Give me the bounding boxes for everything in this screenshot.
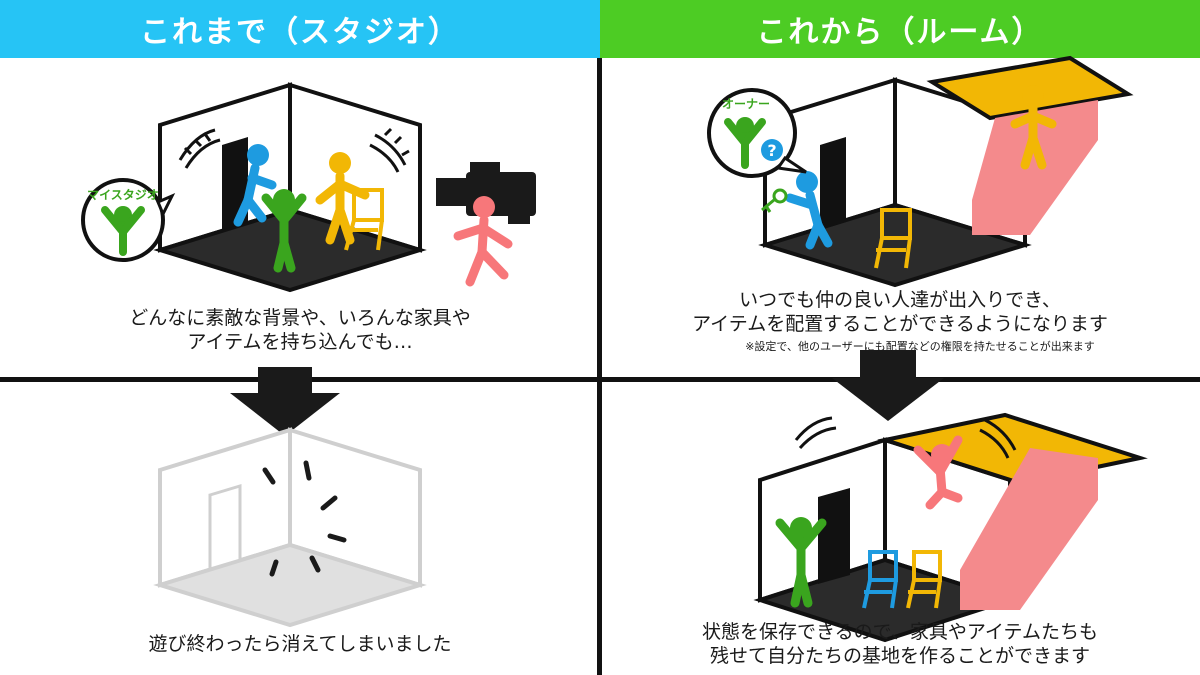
caption-bottom-right-line1: 状態を保存できるので、家具やアイテムたちも [702,621,1098,643]
sparkle-icon [178,127,410,173]
caption-top-right-line2: アイテムを配置することができるようになります [692,313,1108,335]
faded-room [153,427,427,628]
caption-top-left-line1: どんなに素敵な背景や、いろんな家具や [129,307,471,329]
key-icon [761,188,788,213]
owner-label: オーナー [722,97,770,111]
door-icon [818,488,850,584]
sparkle-icon [794,416,1017,459]
caption-top-right: いつでも仲の良い人達が出入りでき、 アイテムを配置することができるようになります [620,288,1180,336]
caption-top-right-line1: いつでも仲の良い人達が出入りでき、 [739,289,1061,311]
chair-icon [874,208,912,269]
arrow-down-icon [230,367,340,436]
figure-yellow-stairs [1010,85,1057,170]
caption-bottom-left: 遊び終わったら消えてしまいました [148,633,452,655]
owner-bubble [707,88,807,178]
chair-icon [344,188,384,251]
header-room: これから（ルーム） [600,0,1200,58]
caption-top-left-line2: アイテムを持ち込んでも… [187,331,413,353]
caption-top-left: どんなに素敵な背景や、いろんな家具や アイテムを持ち込んでも… [40,306,560,354]
figure-green-cheering [775,517,827,608]
figure-blue [233,144,277,227]
door-icon [208,483,242,572]
vertical-divider [597,58,602,675]
question-mark: ? [767,141,776,160]
arrow-down-icon [832,350,944,421]
loading-spinner-icon [262,460,347,577]
chair-icon [906,550,942,609]
permission-note: ※設定で、他のユーザーにも配置などの権限を持たせることが出来ます [745,340,1095,353]
my-studio-bubble [81,178,176,262]
header-studio: これまで（スタジオ） [0,0,600,58]
header-studio-title: これまで（スタジオ） [140,15,460,50]
figure-green [261,189,307,273]
caption-bottom-right-line2: 残せて自分たちの基地を作ることができます [709,645,1090,667]
stairs [972,100,1098,235]
stairs [960,448,1098,610]
figure-blue-key [785,171,833,250]
figure-pink-running [453,196,513,287]
figure-pink-jumping [913,435,963,510]
door-icon [820,137,846,230]
figure-yellow [315,152,370,245]
caption-bottom-right: 状態を保存できるので、家具やアイテムたちも 残せて自分たちの基地を作ることができ… [620,620,1180,668]
header-room-title: これから（ルーム） [756,15,1044,50]
horizontal-divider [0,377,1200,382]
my-studio-label: マイスタジオ [87,188,159,202]
chair-icon [862,550,898,609]
